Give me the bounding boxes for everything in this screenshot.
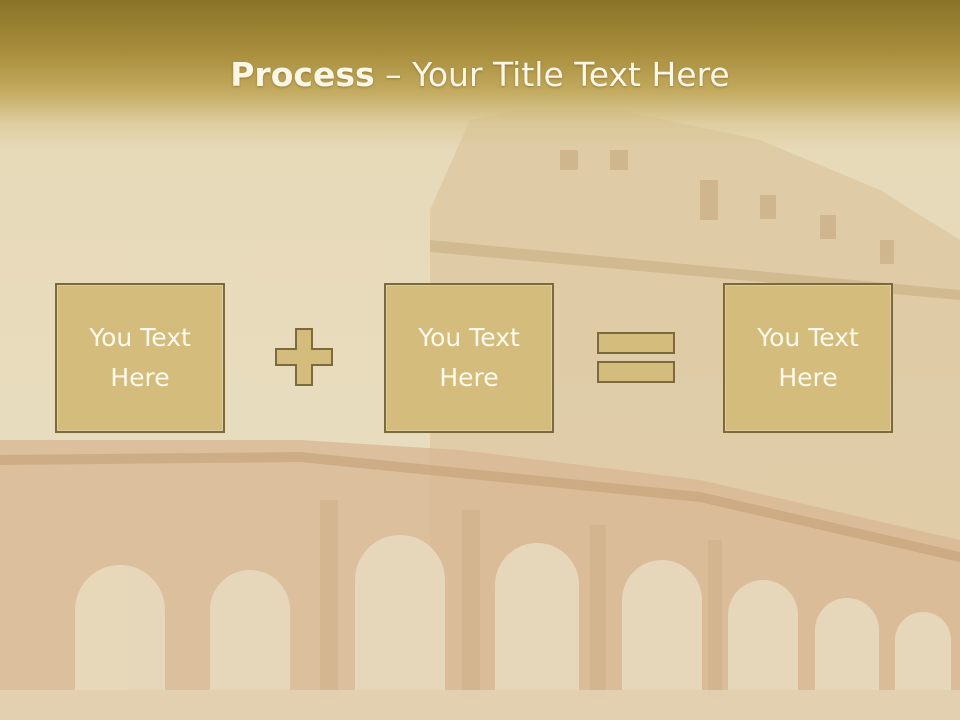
title-bold-part: Process — [230, 55, 375, 94]
process-box-3-text: You Text Here — [757, 323, 859, 392]
title-rest: – Your Title Text Here — [374, 55, 730, 94]
process-box-3[interactable]: You Text Here — [723, 283, 893, 433]
title-bar — [0, 0, 960, 150]
process-box-1[interactable]: You Text Here — [55, 283, 225, 433]
slide-title[interactable]: Process – Your Title Text Here — [0, 52, 960, 98]
plus-icon[interactable] — [274, 327, 334, 387]
equals-icon[interactable] — [596, 331, 678, 385]
process-box-1-text: You Text Here — [89, 323, 191, 392]
process-box-2-text: You Text Here — [418, 323, 520, 392]
process-box-2[interactable]: You Text Here — [384, 283, 554, 433]
